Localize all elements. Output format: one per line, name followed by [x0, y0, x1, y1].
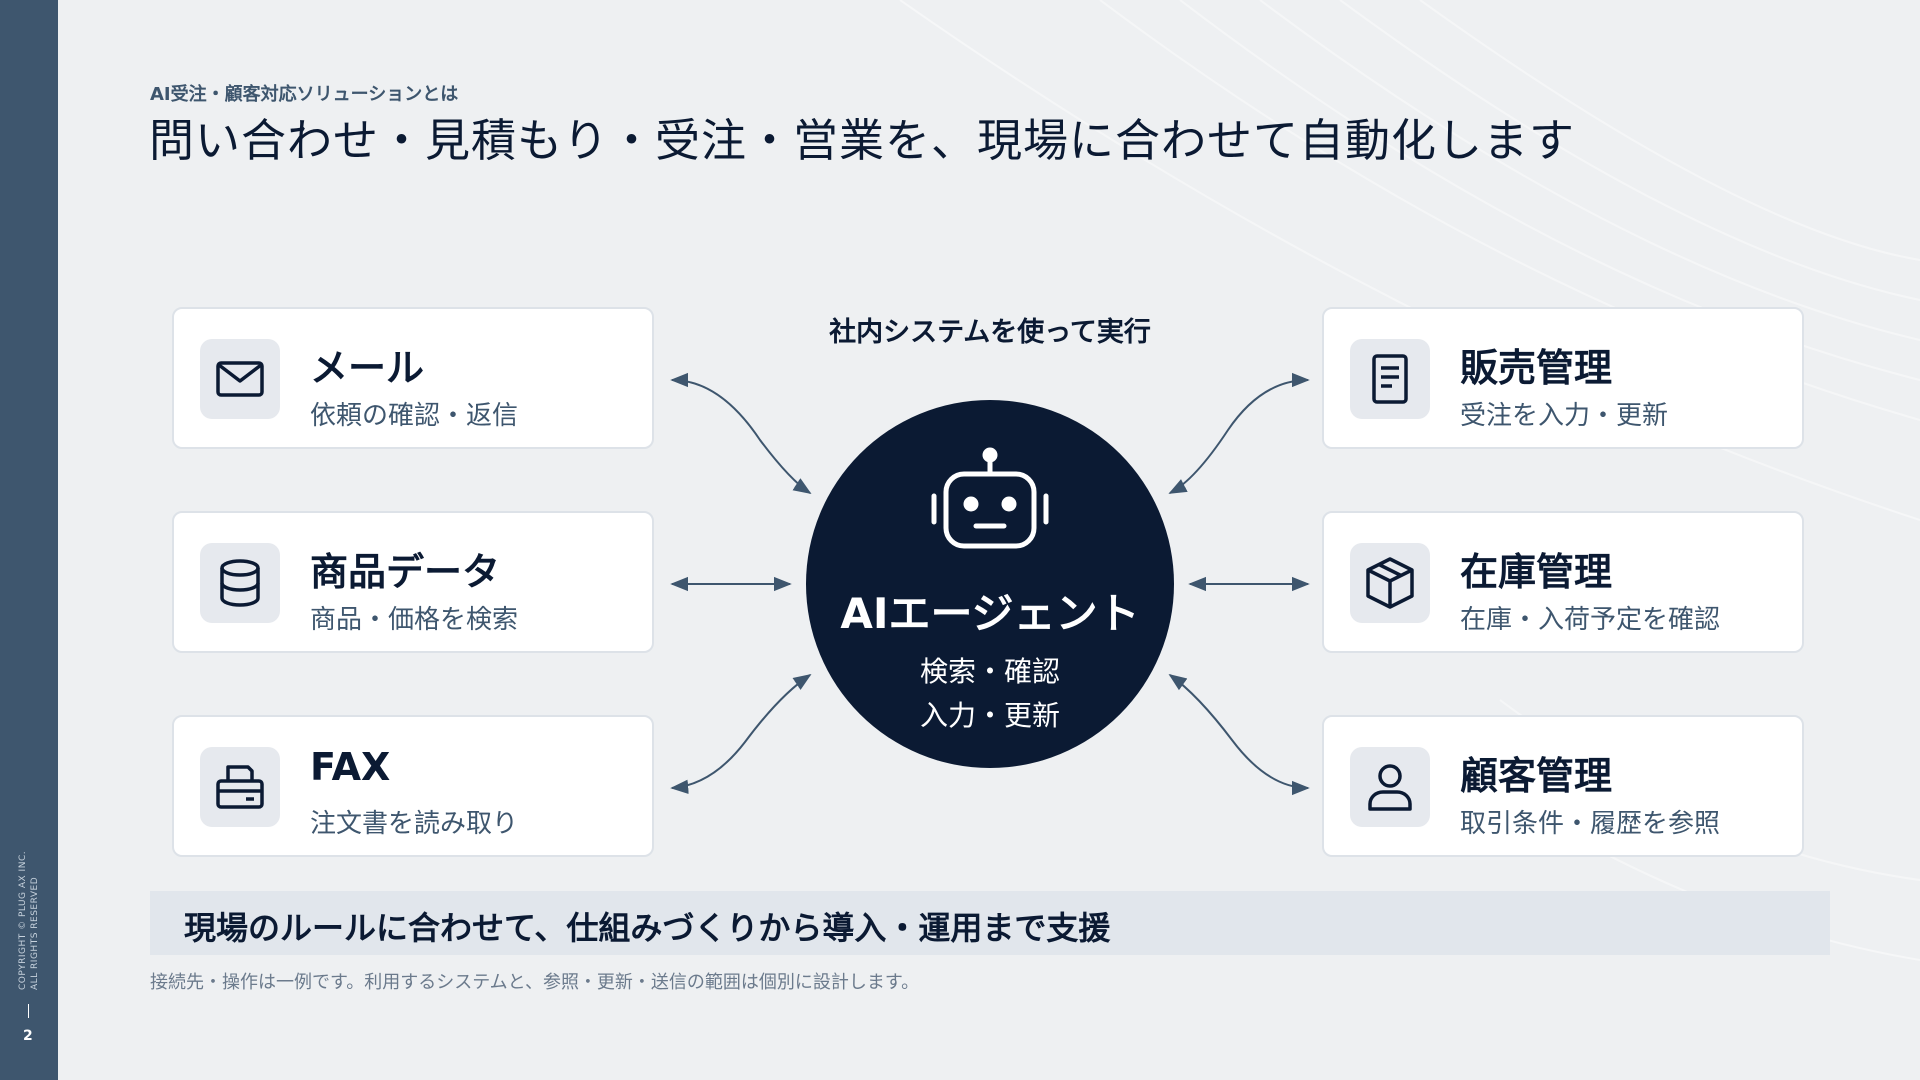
card-title: 販売管理	[1460, 346, 1613, 390]
card-title: FAX	[310, 745, 391, 789]
card-subtitle: 注文書を読み取り	[310, 809, 519, 839]
page-title: 問い合わせ・見積もり・受注・営業を、現場に合わせて自動化します	[149, 114, 1576, 167]
card-title: 商品データ	[310, 550, 501, 594]
card-mail: メール 依頼の確認・返信	[172, 307, 654, 449]
box-icon	[1350, 543, 1430, 623]
card-subtitle: 商品・価格を検索	[310, 605, 519, 635]
agent-line-1: 検索・確認	[919, 655, 1060, 688]
card-inventory-management: 在庫管理 在庫・入荷予定を確認	[1322, 511, 1804, 653]
center-label: 社内システムを使って実行	[829, 317, 1151, 348]
footnote: 接続先・操作は一例です。利用するシステムと、参照・更新・送信の範囲は個別に設計し…	[150, 972, 920, 993]
support-banner: 現場のルールに合わせて、仕組みづくりから導入・運用まで支援	[150, 891, 1830, 955]
page-separator	[28, 1004, 29, 1018]
database-icon	[200, 543, 280, 623]
robot-icon	[931, 447, 1049, 549]
agent-title: AIエージェント	[840, 589, 1140, 638]
ai-agent-hub: AIエージェント 検索・確認 入力・更新	[806, 400, 1174, 768]
card-fax: FAX 注文書を読み取り	[172, 715, 654, 857]
mail-icon	[200, 339, 280, 419]
card-subtitle: 受注を入力・更新	[1460, 401, 1669, 431]
page-number: 2	[23, 1028, 33, 1044]
arrow-fax	[670, 674, 812, 794]
banner-text: 現場のルールに合わせて、仕組みづくりから導入・運用まで支援	[184, 909, 1111, 947]
arrow-sales	[1168, 372, 1310, 494]
document-icon	[1350, 339, 1430, 419]
card-subtitle: 在庫・入荷予定を確認	[1460, 605, 1721, 635]
card-customer-management: 顧客管理 取引条件・履歴を参照	[1322, 715, 1804, 857]
card-title: 在庫管理	[1460, 550, 1613, 594]
eyebrow-label: AI受注・顧客対応ソリューションとは	[150, 84, 459, 105]
card-product-data: 商品データ 商品・価格を検索	[172, 511, 654, 653]
copyright-text: COPYRIGHT © PLUG AX INC. ALL RIGHTS RESE…	[18, 850, 40, 990]
card-subtitle: 取引条件・履歴を参照	[1460, 809, 1721, 839]
agent-line-2: 入力・更新	[919, 699, 1060, 732]
arrow-mail	[670, 372, 812, 494]
arrow-customer	[1168, 673, 1310, 796]
fax-icon	[200, 747, 280, 827]
card-sales-management: 販売管理 受注を入力・更新	[1322, 307, 1804, 449]
card-title: メール	[310, 346, 425, 390]
card-title: 顧客管理	[1460, 754, 1613, 798]
user-icon	[1350, 747, 1430, 827]
card-subtitle: 依頼の確認・返信	[310, 401, 519, 431]
sidebar: COPYRIGHT © PLUG AX INC. ALL RIGHTS RESE…	[0, 0, 58, 1080]
